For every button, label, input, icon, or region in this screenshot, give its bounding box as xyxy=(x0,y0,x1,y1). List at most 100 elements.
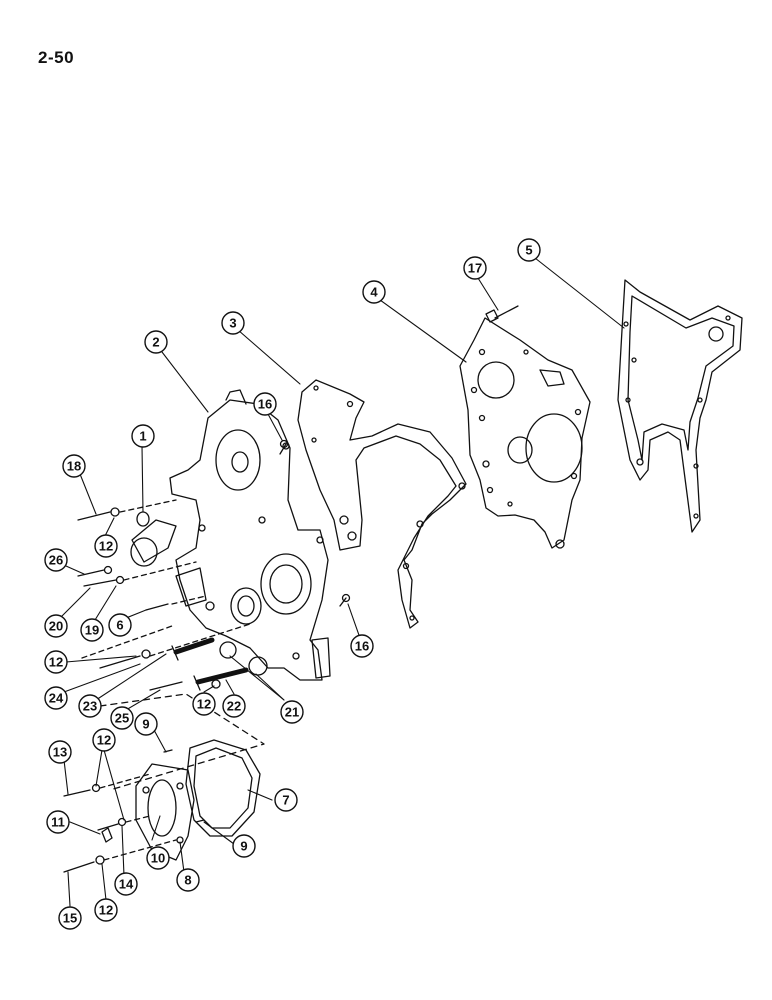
callout-circle xyxy=(108,613,132,637)
callout-12: 12 xyxy=(92,728,116,752)
callout-4: 4 xyxy=(362,280,386,304)
callout-label: 10 xyxy=(151,851,165,866)
front-cover-2 xyxy=(130,389,331,681)
callout-label: 8 xyxy=(184,873,191,888)
callout-label: 12 xyxy=(49,655,63,670)
callout-circle xyxy=(44,686,68,710)
callout-label: 14 xyxy=(119,877,134,892)
callout-circle xyxy=(94,898,118,922)
callout-1: 1 xyxy=(131,424,155,448)
callout-label: 11 xyxy=(51,815,65,830)
callout-circle xyxy=(134,712,158,736)
callout-6: 6 xyxy=(108,613,132,637)
callout-label: 12 xyxy=(99,903,113,918)
callout-16: 16 xyxy=(253,392,277,416)
callout-circle xyxy=(131,424,155,448)
callout-3: 3 xyxy=(221,311,245,335)
callout-26: 26 xyxy=(44,548,68,572)
gasket-5 xyxy=(617,279,743,533)
callout-9: 9 xyxy=(232,834,256,858)
callout-14: 14 xyxy=(114,872,138,896)
callout-circle xyxy=(253,392,277,416)
lower-bolts xyxy=(81,623,268,691)
callout-label: 16 xyxy=(258,397,272,412)
callout-circle xyxy=(62,454,86,478)
callout-7: 7 xyxy=(274,788,298,812)
callout-12: 12 xyxy=(44,650,68,674)
callout-8: 8 xyxy=(176,868,200,892)
callout-label: 9 xyxy=(142,717,149,732)
callout-circle xyxy=(362,280,386,304)
callout-label: 13 xyxy=(53,745,67,760)
callout-circle xyxy=(232,834,256,858)
callout-label: 21 xyxy=(285,705,299,720)
page-number: 2-50 xyxy=(38,48,75,67)
callout-label: 20 xyxy=(49,619,63,634)
callout-label: 23 xyxy=(83,699,97,714)
bolt-17 xyxy=(485,305,519,323)
callout-label: 4 xyxy=(370,285,378,300)
callout-12: 12 xyxy=(192,692,216,716)
callout-label: 26 xyxy=(49,553,63,568)
callout-circle xyxy=(114,872,138,896)
leader-lines xyxy=(59,257,625,907)
left-bolts xyxy=(77,499,207,611)
callout-circle xyxy=(46,810,70,834)
callout-circle xyxy=(80,618,104,642)
callout-circle xyxy=(92,728,116,752)
callout-label: 2 xyxy=(152,335,159,350)
callout-circle xyxy=(517,238,541,262)
callout-16: 16 xyxy=(350,634,374,658)
seal-1 xyxy=(136,511,150,527)
callout-label: 12 xyxy=(97,733,111,748)
callout-label: 7 xyxy=(282,793,289,808)
callout-circle xyxy=(146,846,170,870)
callout-circle xyxy=(44,614,68,638)
callout-label: 6 xyxy=(116,618,123,633)
callout-circle xyxy=(274,788,298,812)
stud-16b xyxy=(339,597,347,607)
callout-circle xyxy=(110,706,134,730)
callout-10: 10 xyxy=(146,846,170,870)
callout-11: 11 xyxy=(46,810,70,834)
callout-5: 5 xyxy=(517,238,541,262)
callout-label: 3 xyxy=(229,316,236,331)
callout-18: 18 xyxy=(62,454,86,478)
callout-9: 9 xyxy=(134,712,158,736)
callout-label: 1 xyxy=(139,429,146,444)
callout-circle xyxy=(192,692,216,716)
callout-label: 9 xyxy=(240,839,247,854)
callout-circle xyxy=(78,694,102,718)
callout-label: 17 xyxy=(468,261,482,276)
callout-circle xyxy=(350,634,374,658)
callout-21: 21 xyxy=(280,700,304,724)
callout-12: 12 xyxy=(94,534,118,558)
callout-circle xyxy=(144,330,168,354)
callout-label: 16 xyxy=(355,639,369,654)
callout-17: 17 xyxy=(463,256,487,280)
callout-label: 22 xyxy=(227,699,241,714)
callout-20: 20 xyxy=(44,614,68,638)
callout-label: 25 xyxy=(115,711,129,726)
callout-circle xyxy=(221,311,245,335)
callout-13: 13 xyxy=(48,740,72,764)
gasket-7 xyxy=(185,739,261,837)
callout-22: 22 xyxy=(222,694,246,718)
callout-circle xyxy=(463,256,487,280)
callout-circle xyxy=(280,700,304,724)
callout-label: 12 xyxy=(99,539,113,554)
callout-24: 24 xyxy=(44,686,68,710)
cover-plate-8 xyxy=(135,763,195,861)
callout-2: 2 xyxy=(144,330,168,354)
callout-label: 19 xyxy=(85,623,99,638)
callout-label: 12 xyxy=(197,697,211,712)
callout-circle xyxy=(44,548,68,572)
callout-label: 5 xyxy=(525,243,532,258)
stud-16a xyxy=(279,443,287,455)
callout-circle xyxy=(48,740,72,764)
plate-4 xyxy=(459,317,591,549)
callout-circle xyxy=(176,868,200,892)
callout-circle xyxy=(94,534,118,558)
